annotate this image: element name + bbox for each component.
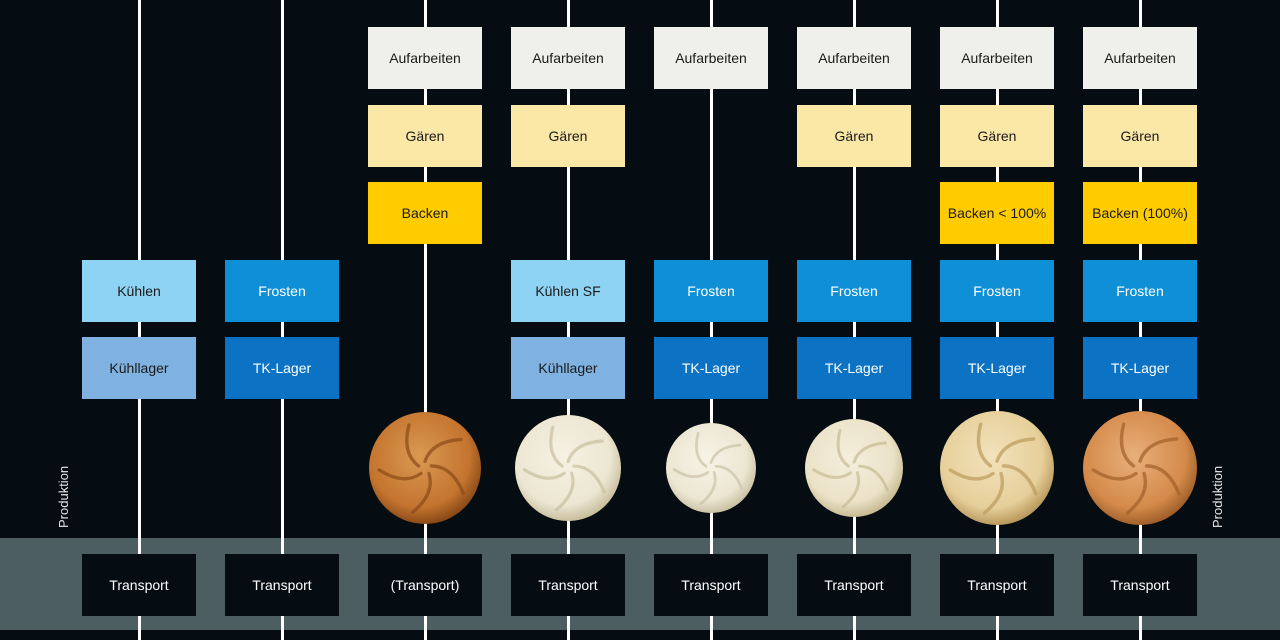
transport-box: (Transport) [368,554,482,616]
step-frosten-box: Frosten [225,260,339,322]
produktion-label-right: Produktion [1210,465,1225,528]
step-tk-lager-box: TK-Lager [1083,337,1197,399]
step-frosten-box: Frosten [1083,260,1197,322]
bread-roll-raw-proofed-image [805,419,903,517]
bread-roll-baked-light-image [1083,411,1197,525]
step-gaeren-box: Gären [368,105,482,167]
step-aufarbeiten-box: Aufarbeiten [368,27,482,89]
step-frosten-box: Frosten [940,260,1054,322]
step-kuehlen-box: Kühlen [82,260,196,322]
step-aufarbeiten-box: Aufarbeiten [511,27,625,89]
step-frosten-box: Frosten [797,260,911,322]
transport-band [0,538,1280,630]
transport-box: Transport [82,554,196,616]
flow-line-3 [423,0,427,640]
bread-roll-baked-dark-image [369,412,481,524]
step-kuehlen-box: Kühlen SF [511,260,625,322]
step-kuehllager-box: Kühllager [82,337,196,399]
step-gaeren-box: Gären [940,105,1054,167]
step-aufarbeiten-box: Aufarbeiten [797,27,911,89]
bread-roll-raw-small-image [666,423,756,513]
step-tk-lager-box: TK-Lager [797,337,911,399]
transport-box: Transport [797,554,911,616]
step-backen-box: Backen [368,182,482,244]
step-backen-box: Backen < 100% [940,182,1054,244]
bread-roll-half-baked-image [940,411,1054,525]
bread-roll-raw-large-image [515,415,621,521]
transport-box: Transport [1083,554,1197,616]
step-backen-box: Backen (100%) [1083,182,1197,244]
step-tk-lager-box: TK-Lager [940,337,1054,399]
step-aufarbeiten-box: Aufarbeiten [1083,27,1197,89]
transport-box: Transport [940,554,1054,616]
step-aufarbeiten-box: Aufarbeiten [654,27,768,89]
step-tk-lager-box: TK-Lager [225,337,339,399]
step-frosten-box: Frosten [654,260,768,322]
transport-box: Transport [225,554,339,616]
step-kuehllager-box: Kühllager [511,337,625,399]
produktion-label-left: Produktion [56,465,71,528]
transport-box: Transport [654,554,768,616]
step-gaeren-box: Gären [511,105,625,167]
step-aufarbeiten-box: Aufarbeiten [940,27,1054,89]
step-gaeren-box: Gären [797,105,911,167]
step-gaeren-box: Gären [1083,105,1197,167]
step-tk-lager-box: TK-Lager [654,337,768,399]
transport-box: Transport [511,554,625,616]
